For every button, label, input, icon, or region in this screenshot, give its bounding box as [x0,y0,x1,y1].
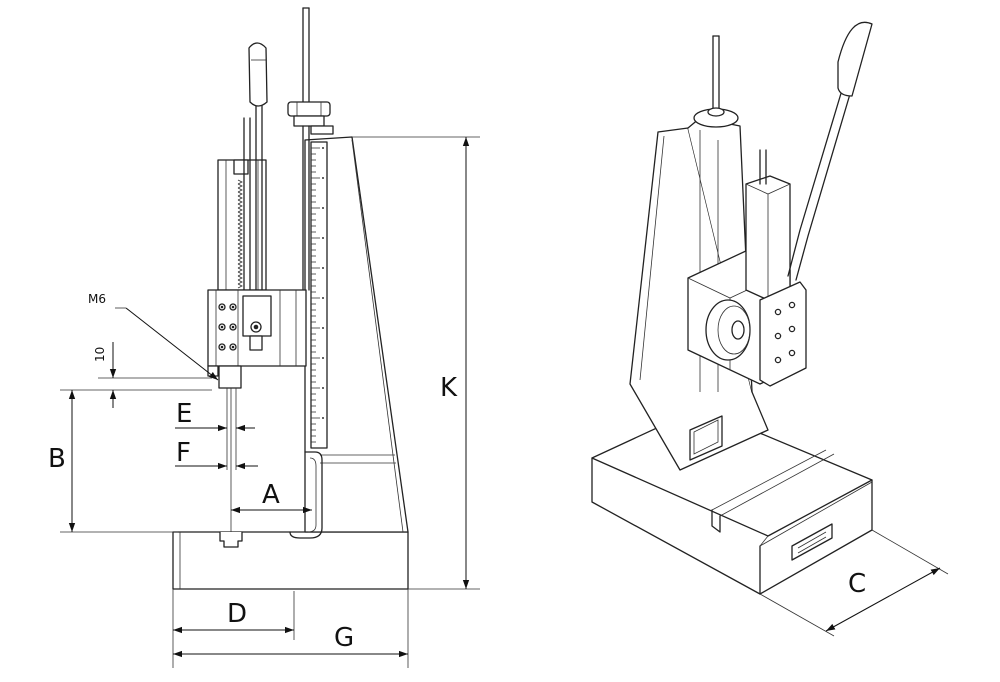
side-view [172,7,409,590]
rack-housing [217,159,267,291]
iso-column-window [689,415,723,461]
ram-clamp [207,365,219,377]
dimension-b-label: B [48,444,66,474]
base-plate [172,531,409,590]
iso-side-block [759,281,807,387]
depth-scale [310,141,328,449]
m6-leader [125,307,219,381]
pinion-lock [249,335,263,351]
dimension-10-label: 10 [93,347,107,362]
dimension-d-label: D [227,599,247,629]
dimension-f-label: F [176,438,191,468]
scale-ticks [311,147,324,443]
dimension-a-label: A [262,480,280,510]
iso-head-bolts [774,301,796,364]
dimension-c-line [825,567,941,632]
dimension-k-label: K [440,373,458,403]
isometric-view [591,21,873,595]
head-bolts [218,303,237,351]
stop-block [310,125,334,135]
dimensions: K B 10 M6 E F A D G [48,136,480,668]
m6-thread-label: M6 [88,292,106,306]
dimension-c: C [759,529,949,637]
iso-lever-handle [837,21,873,97]
lever-handle [248,42,268,107]
adjustment-nut [287,101,331,117]
column-throat [289,451,323,539]
dimension-g-label: G [334,623,354,653]
rack-cap [233,159,249,175]
press-column [304,136,409,533]
t-slot [219,531,243,548]
ram-nose [218,365,242,389]
rack-teeth [237,179,243,289]
dimension-c-label: C [848,569,866,599]
stop-collar [293,115,325,127]
dimension-e-label: E [176,399,192,429]
